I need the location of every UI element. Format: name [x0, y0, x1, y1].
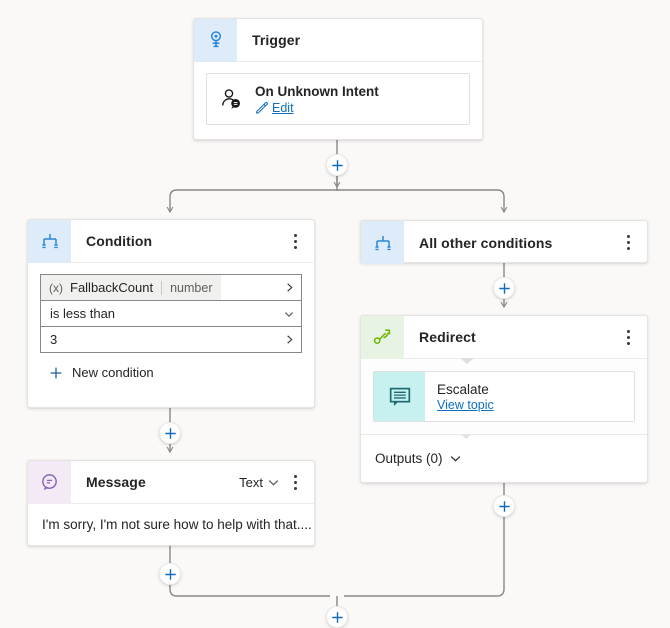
- all-other-conditions-title: All other conditions: [419, 234, 553, 251]
- add-node-after-condition[interactable]: [159, 422, 181, 444]
- variable-type: number: [170, 280, 213, 295]
- operator-value: is less than: [50, 306, 116, 321]
- node-message[interactable]: Message Text I'm sorry, I'm not sure how…: [27, 460, 315, 546]
- message-title: Message: [86, 474, 146, 490]
- node-trigger[interactable]: Trigger On Unknown Intent: [193, 18, 483, 140]
- condition-variable-chip: (x) FallbackCount number: [41, 275, 221, 300]
- pencil-icon: [255, 101, 268, 114]
- redirect-outputs-label: Outputs (0): [375, 450, 443, 466]
- trigger-item[interactable]: On Unknown Intent Edit: [206, 73, 470, 125]
- message-text[interactable]: I'm sorry, I'm not sure how to help with…: [42, 517, 312, 532]
- trigger-header: Trigger: [194, 18, 482, 62]
- new-condition-label: New condition: [72, 365, 154, 380]
- person-chat-icon: [207, 86, 255, 112]
- chevron-down-icon[interactable]: [277, 308, 301, 320]
- condition-variable-row[interactable]: (x) FallbackCount number: [40, 274, 302, 301]
- redirect-target-name: Escalate: [437, 381, 489, 397]
- chevron-right-icon[interactable]: [277, 282, 301, 293]
- condition-value-row[interactable]: 3: [40, 326, 302, 353]
- redirect-outputs-toggle[interactable]: Outputs (0): [361, 434, 647, 481]
- variable-separator: [161, 280, 163, 295]
- node-redirect[interactable]: Redirect Escalate View topic: [360, 315, 648, 483]
- node-condition[interactable]: Condition (x) FallbackCount number is le…: [27, 219, 315, 408]
- plus-icon: [50, 367, 62, 378]
- add-node-after-redirect[interactable]: [493, 495, 515, 517]
- add-node-after-message[interactable]: [159, 563, 181, 585]
- branch-condition-icon: [361, 221, 404, 264]
- add-node-after-trigger[interactable]: [326, 154, 348, 176]
- chevron-right-icon[interactable]: [277, 334, 301, 345]
- add-node-after-merge[interactable]: [326, 606, 348, 628]
- variable-token: (x): [49, 280, 63, 295]
- redirect-target-card[interactable]: Escalate View topic: [373, 371, 635, 422]
- condition-header: Condition: [28, 219, 314, 263]
- branch-condition-icon: [28, 219, 71, 263]
- condition-more-options-icon[interactable]: [282, 220, 308, 263]
- new-condition-button[interactable]: New condition: [40, 365, 302, 380]
- redirect-body: Escalate View topic: [361, 358, 647, 434]
- topic-message-icon: [374, 372, 425, 421]
- trigger-edit-row[interactable]: Edit: [255, 101, 379, 115]
- caret-icon: [460, 434, 472, 439]
- caret-icon: [460, 358, 474, 364]
- redirect-title: Redirect: [419, 329, 476, 345]
- condition-operator-row[interactable]: is less than: [40, 300, 302, 327]
- trigger-title: Trigger: [252, 32, 301, 48]
- view-topic-link[interactable]: View topic: [437, 397, 494, 412]
- variable-name: FallbackCount: [70, 280, 154, 295]
- all-other-conditions-header: All other conditions: [361, 221, 647, 264]
- node-all-other-conditions[interactable]: All other conditions: [360, 220, 648, 264]
- message-type-label: Text: [239, 474, 263, 490]
- all-other-conditions-more-options-icon[interactable]: [615, 221, 641, 264]
- chevron-down-icon[interactable]: [449, 452, 462, 465]
- redirect-route-icon: [361, 315, 404, 359]
- add-node-after-all-other-conditions[interactable]: [493, 277, 515, 299]
- condition-value: 3: [50, 332, 58, 347]
- trigger-edit-link[interactable]: Edit: [272, 100, 294, 115]
- condition-body: (x) FallbackCount number is less than: [28, 263, 314, 380]
- message-header: Message Text: [28, 460, 314, 504]
- redirect-more-options-icon[interactable]: [615, 316, 641, 359]
- message-bubble-icon: [28, 460, 71, 504]
- trigger-item-name: On Unknown Intent: [255, 83, 379, 99]
- redirect-header: Redirect: [361, 315, 647, 359]
- condition-title: Condition: [86, 233, 153, 249]
- message-type-chevron-down-icon[interactable]: [267, 476, 280, 489]
- message-more-options-icon[interactable]: [282, 461, 308, 504]
- trigger-bolt-icon: [194, 18, 237, 62]
